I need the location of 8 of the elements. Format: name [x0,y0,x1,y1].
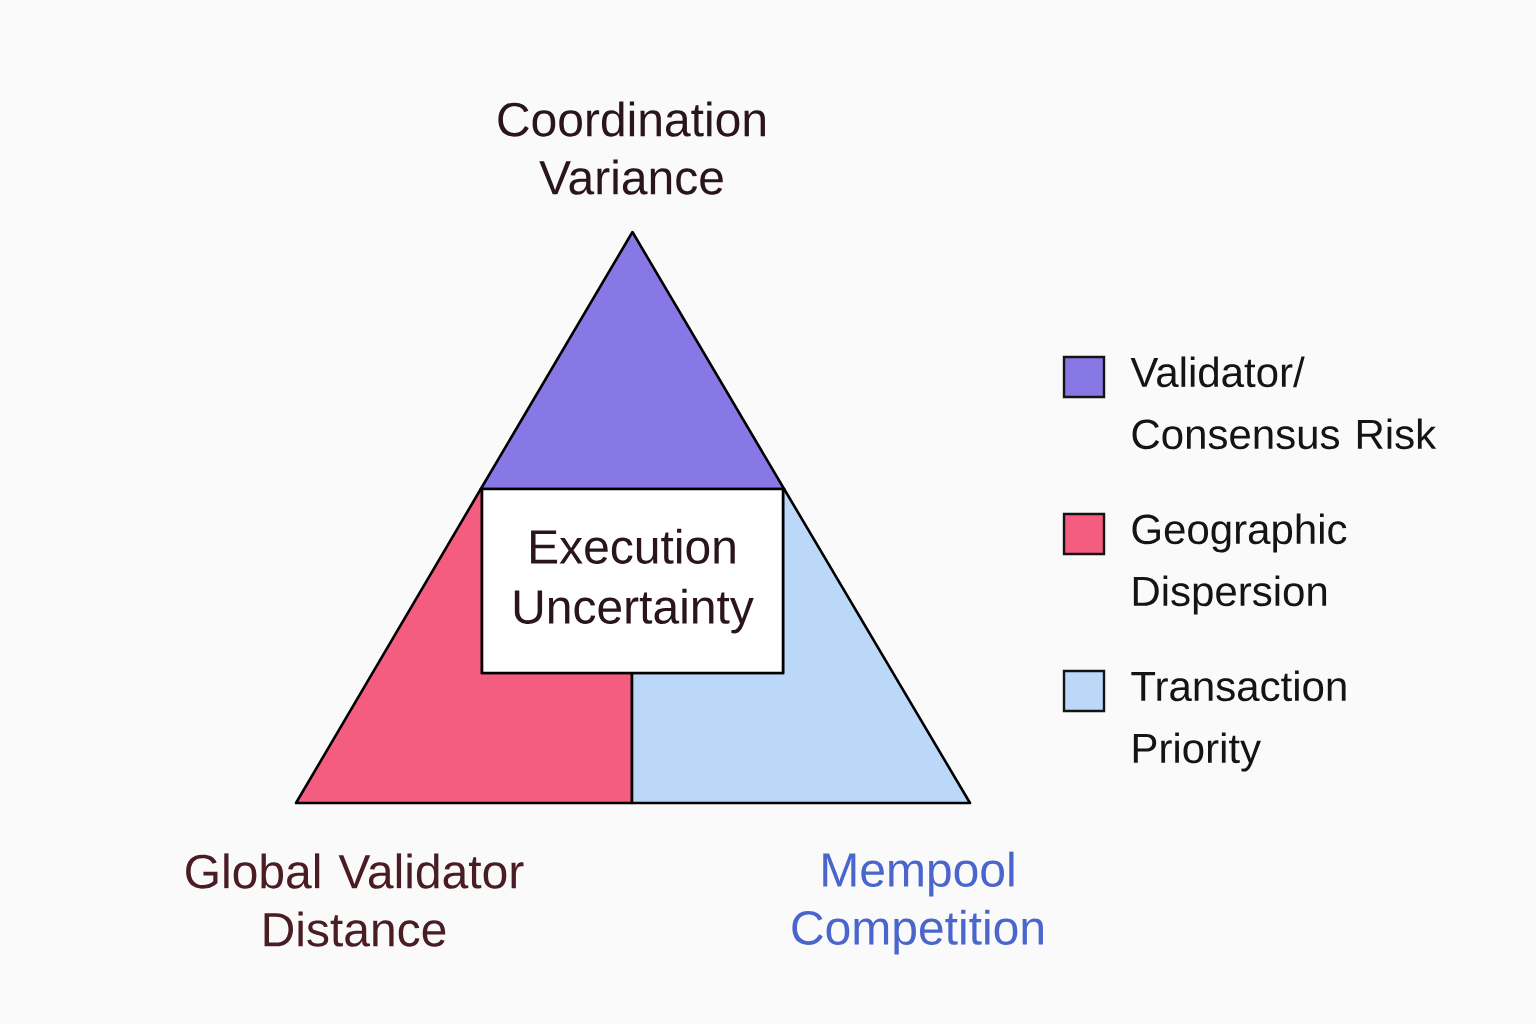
corner-label: Mempool Competition [792,851,1043,955]
corner-label: Coordination Variance [498,101,765,195]
corner-label: Global Validator Distance [186,853,524,947]
legend-label: Geographic Dispersion [1132,513,1347,615]
text-box: Execution Uncertainty [480,487,785,675]
legend-label: Transaction Priority [1131,670,1346,772]
triangle-segment [479,230,786,491]
legend-label: Validator/ Consensus Risk [1130,356,1437,450]
